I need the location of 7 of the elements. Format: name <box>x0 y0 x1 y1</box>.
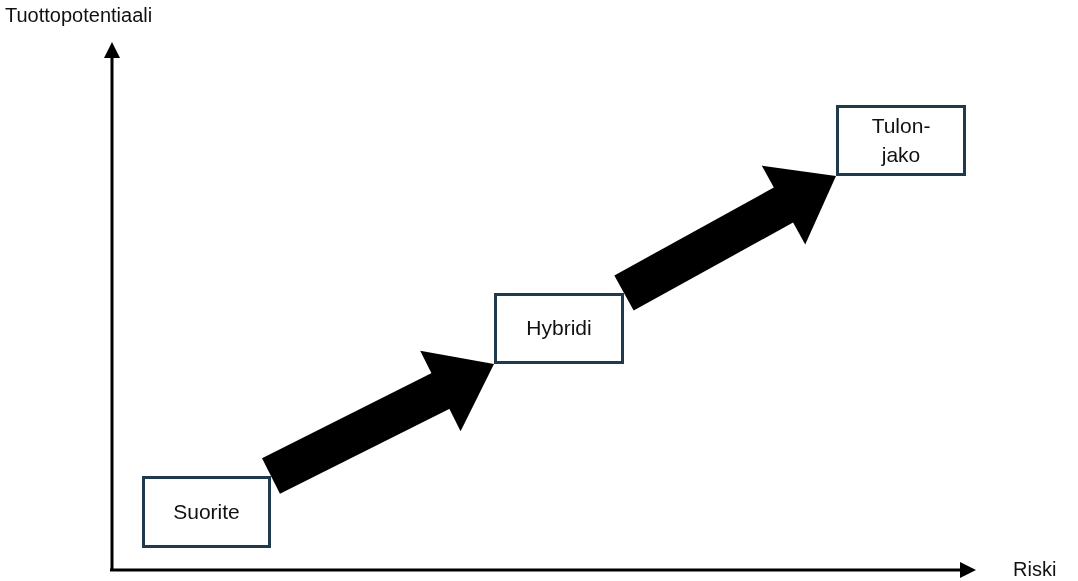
text-box: Suorite <box>142 476 271 548</box>
axis-label: Riski <box>1013 558 1057 581</box>
text-box: Tulon- jako <box>836 105 966 176</box>
text-box: Hybridi <box>494 293 624 364</box>
axis-label: Tuottopotentiaali <box>5 4 153 27</box>
block-arrow <box>262 350 494 494</box>
block-arrow <box>614 165 836 311</box>
